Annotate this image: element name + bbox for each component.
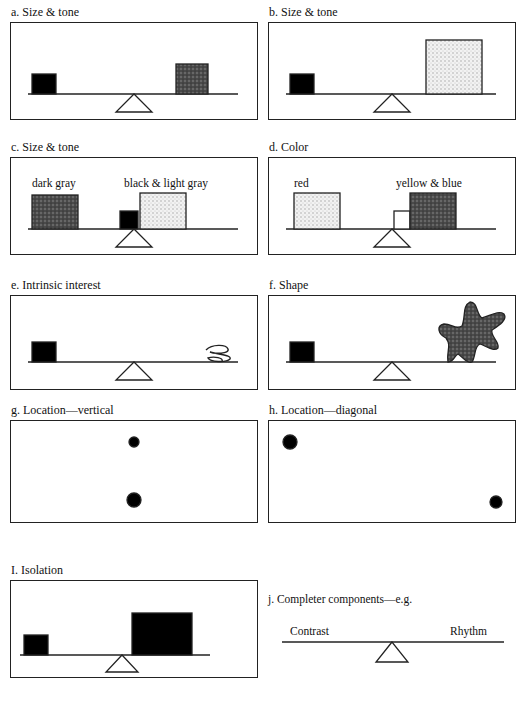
- panel-box: I. Isolation: [10, 580, 258, 678]
- scribble: [206, 345, 230, 361]
- panel-label: red: [294, 176, 309, 190]
- dot: [490, 496, 502, 508]
- fulcrum: [116, 94, 152, 112]
- black-square: [32, 74, 56, 94]
- panel-heading: f. Shape: [269, 278, 308, 292]
- dot: [283, 435, 297, 449]
- panel-heading: b. Size & tone: [269, 5, 338, 19]
- fulcrum: [116, 362, 152, 380]
- fulcrum: [376, 642, 408, 662]
- fulcrum: [116, 229, 152, 247]
- yellow-square: [394, 211, 410, 229]
- panel-label: yellow & blue: [396, 176, 462, 190]
- panel-heading: d. Color: [269, 140, 308, 154]
- red-square: [294, 193, 340, 229]
- panel-box: e. Intrinsic interest: [10, 295, 258, 390]
- dark-square: [32, 195, 78, 229]
- fulcrum: [374, 94, 410, 112]
- panel-box: c. Size & tone: [10, 157, 258, 255]
- dot: [129, 437, 139, 447]
- light-square: [140, 193, 186, 229]
- fulcrum: [374, 362, 410, 380]
- irregular-shape: [439, 302, 505, 362]
- panel-heading: h. Location—diagonal: [269, 403, 377, 417]
- panel-heading: e. Intrinsic interest: [11, 278, 101, 292]
- dark-square: [176, 64, 208, 94]
- black-square: [290, 74, 314, 94]
- panel-box: f. Shape: [268, 295, 516, 390]
- panel-box: d. Color: [268, 157, 516, 255]
- black-square: [32, 342, 56, 362]
- panel-heading: c. Size & tone: [11, 140, 79, 154]
- black-square: [24, 635, 48, 655]
- dot: [127, 493, 141, 507]
- black-square: [132, 613, 192, 655]
- panel-label: Rhythm: [450, 624, 487, 638]
- panel-heading: I. Isolation: [11, 563, 63, 577]
- panel-box: h. Location—diagonal: [268, 420, 516, 523]
- blue-square: [410, 193, 456, 229]
- light-square: [426, 40, 482, 94]
- panel-heading: a. Size & tone: [11, 5, 79, 19]
- panel-box: g. Location—vertical: [10, 420, 258, 523]
- panel-label: black & light gray: [124, 176, 208, 190]
- fulcrum: [374, 229, 410, 247]
- black-square: [290, 342, 314, 362]
- panel-box: b. Size & tone: [268, 22, 516, 120]
- black-square: [120, 211, 138, 229]
- panel-heading: g. Location—vertical: [11, 403, 114, 417]
- panel-box: a. Size & tone: [10, 22, 258, 120]
- fulcrum: [106, 655, 138, 672]
- panel-label: dark gray: [32, 176, 76, 190]
- panel-label: Contrast: [290, 624, 329, 638]
- panel-label: j. Completer components—e.g.: [268, 592, 412, 606]
